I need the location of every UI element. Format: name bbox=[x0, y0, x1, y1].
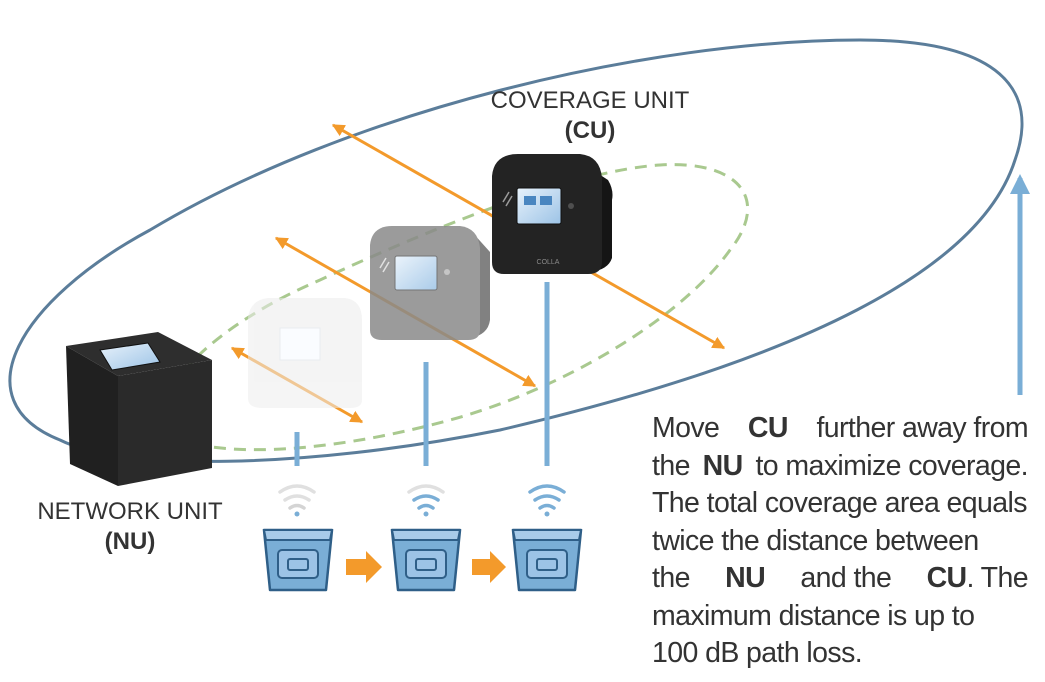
coverage-unit-dark: COLLA bbox=[492, 154, 613, 274]
mount-unit-icon-2 bbox=[390, 528, 462, 592]
description-line: Move CU further away from bbox=[652, 412, 1029, 444]
description-line: 100 dB path loss. bbox=[652, 637, 863, 669]
move-arrow-1 bbox=[346, 551, 382, 583]
network-unit-title: NETWORK UNIT bbox=[37, 498, 223, 525]
device-brand-text: COLLA bbox=[537, 259, 560, 266]
description-line: maximum distance is up to bbox=[652, 599, 975, 632]
coverage-unit-label: COVERAGE UNIT (CU) bbox=[440, 86, 740, 146]
description-line: The total coverage area equals bbox=[652, 487, 1028, 519]
coverage-unit-title: COVERAGE UNIT bbox=[490, 87, 690, 114]
description-line: the NU and the CU. The bbox=[652, 562, 1029, 594]
wifi-icon-weak bbox=[278, 484, 316, 517]
wifi-icon-strong bbox=[528, 484, 566, 517]
coverage-unit-light bbox=[248, 298, 362, 408]
mount-unit-icon-3 bbox=[511, 528, 583, 592]
description-line: the NU to maximize coverage. bbox=[652, 449, 1029, 482]
mount-unit-icon-1 bbox=[262, 528, 334, 592]
network-unit-label: NETWORK UNIT (NU) bbox=[0, 497, 260, 557]
wifi-icon-medium bbox=[407, 484, 445, 517]
description-line: twice the distance between bbox=[652, 524, 979, 557]
network-unit-abbr: (NU) bbox=[104, 528, 156, 555]
coverage-unit-mid bbox=[370, 226, 490, 340]
network-unit-device bbox=[66, 332, 212, 486]
move-arrow-2 bbox=[472, 551, 506, 583]
coverage-unit-abbr: (CU) bbox=[564, 117, 616, 144]
description-text: Move CU further away from the NU to maxi… bbox=[652, 410, 1029, 673]
